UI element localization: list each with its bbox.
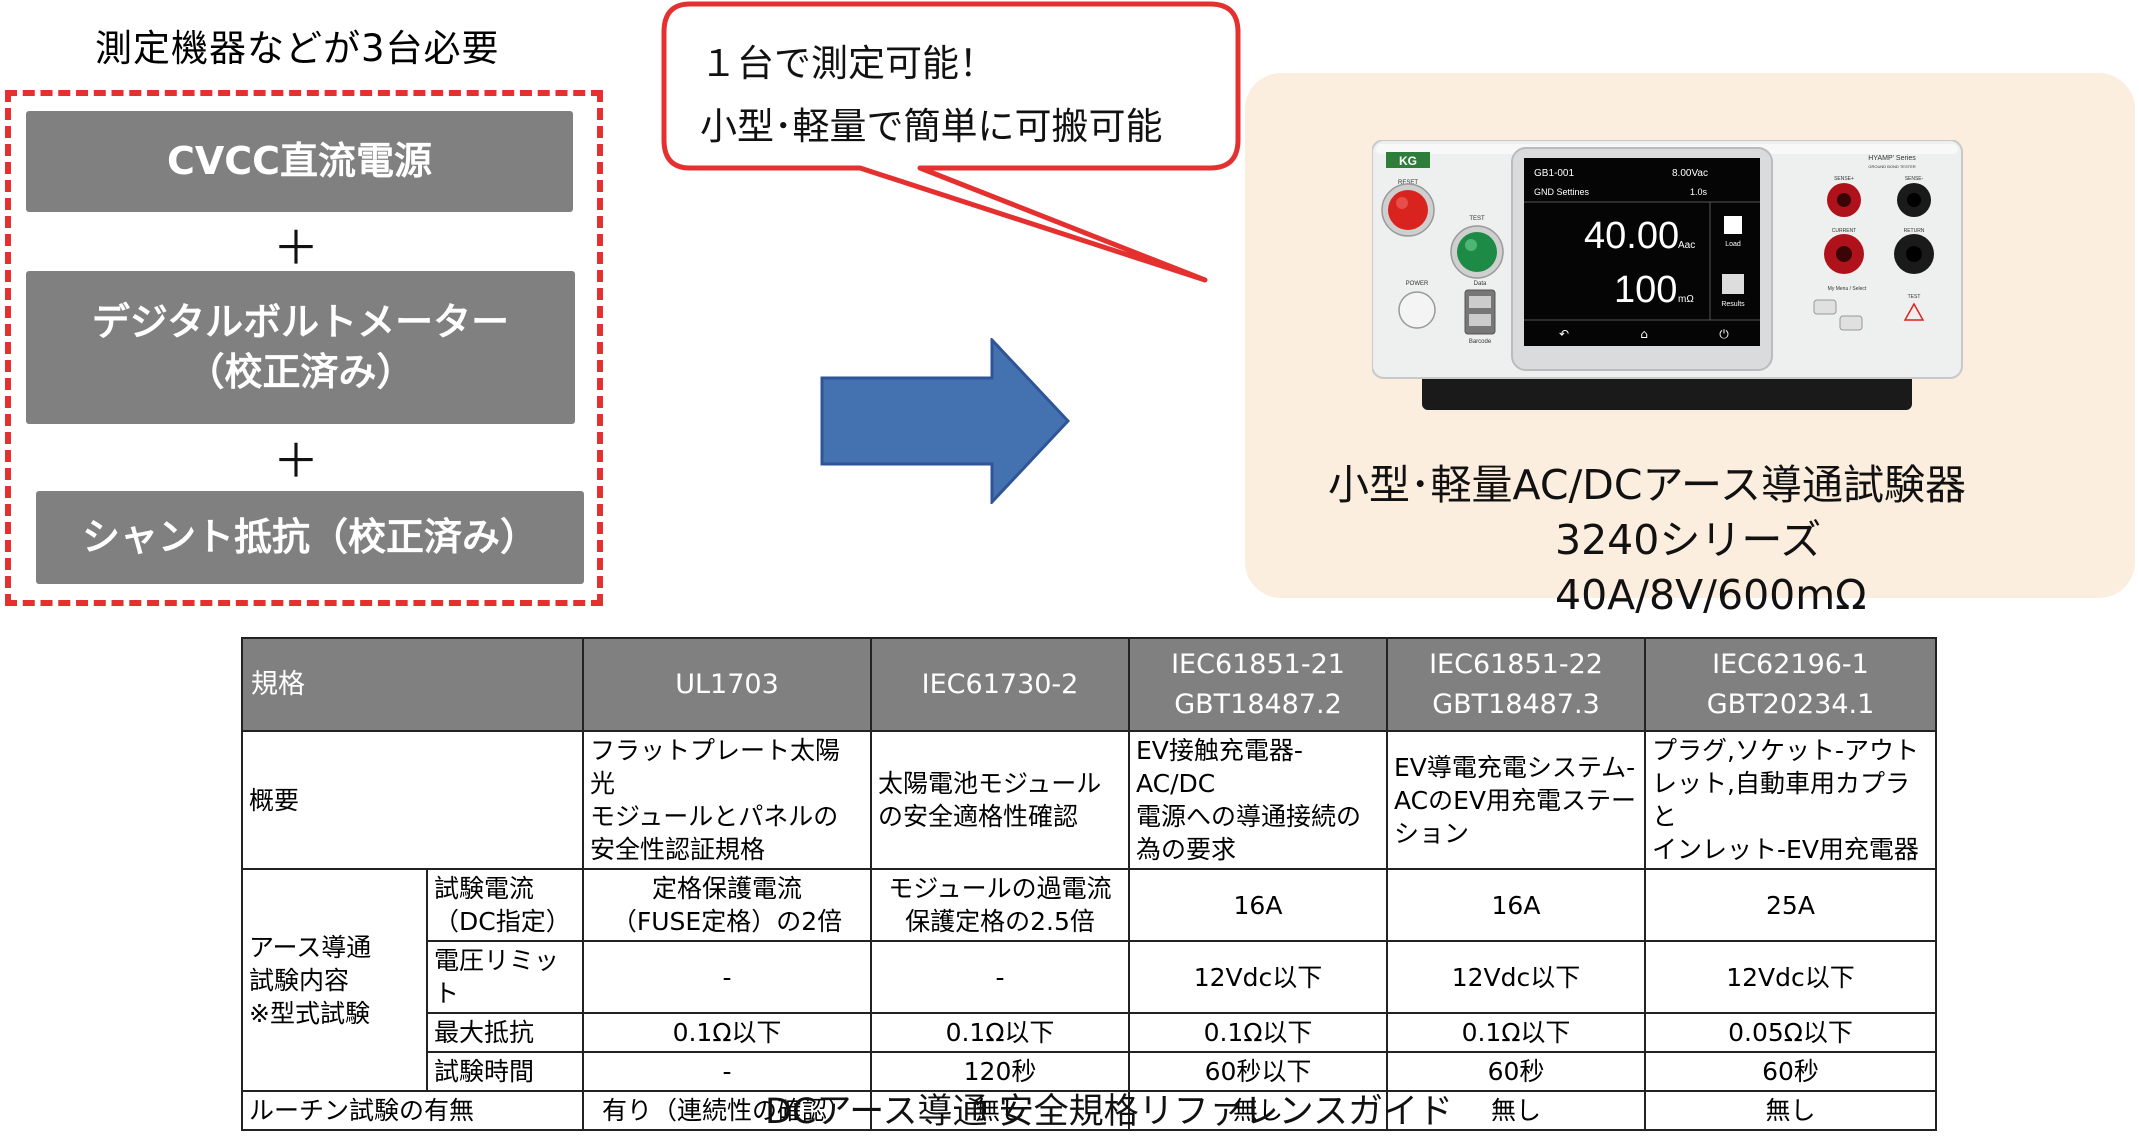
svg-text:Barcode: Barcode: [1469, 339, 1492, 345]
table-cell: 60秒以下: [1128, 1051, 1388, 1092]
bubble-line-2: 小型･軽量で簡単に可搬可能: [700, 105, 1163, 148]
table-row-routine: ルーチン試験の有無 有り（連続性の確認） 無し 無し 無し 無し: [241, 1090, 1937, 1131]
table-cell: 12Vdc以下: [1386, 940, 1646, 1014]
block-label: デジタルボルトメーター: [91, 300, 510, 345]
header-cell: UL1703: [582, 637, 872, 732]
svg-text:CURRENT: CURRENT: [1832, 228, 1856, 234]
digital-voltmeter-block: デジタルボルトメーター （校正済み）: [26, 271, 575, 424]
table-cell: 0.1Ω以下: [870, 1012, 1130, 1053]
plus-sign: ＋: [273, 221, 319, 275]
table-cell: EV導電充電システム- ACのEV用充電ステー ション: [1386, 730, 1646, 870]
product-caption: 小型･軽量AC/DCアース導通試験器 3240シリーズ 40A/8V/600mΩ: [1328, 458, 2139, 623]
bubble-line-1: １台で測定可能！: [700, 42, 996, 85]
block-label: CVCC直流電源: [166, 138, 433, 183]
row-label: 概要: [241, 730, 584, 870]
svg-text:GND Settines: GND Settines: [1534, 187, 1590, 197]
table-cell: 無し: [870, 1090, 1130, 1131]
table-cell: -: [582, 1051, 872, 1092]
header-cell: IEC61730-2: [870, 637, 1130, 732]
svg-text:40.00: 40.00: [1584, 215, 1679, 257]
ground-bond-tester-image: KG RESET TEST POWER Data Barcode GB1-001…: [1372, 140, 1963, 410]
svg-text:⏻: ⏻: [1719, 327, 1729, 341]
table-cell: 0.1Ω以下: [582, 1012, 872, 1053]
table-cell: 0.1Ω以下: [1386, 1012, 1646, 1053]
table-cell: 太陽電池モジュール の安全適格性確認: [870, 730, 1130, 870]
table-header-row: 規格 UL1703 IEC61730-2 IEC61851-21 GBT1848…: [241, 637, 1937, 732]
svg-text:100: 100: [1614, 269, 1677, 311]
svg-text:Results: Results: [1721, 301, 1745, 308]
header-cell: IEC62196-1 GBT20234.1: [1644, 637, 1937, 732]
svg-text:Data: Data: [1474, 281, 1487, 287]
svg-text:TEST: TEST: [1469, 216, 1485, 222]
table-cell: 60秒: [1644, 1051, 1937, 1092]
svg-text:RESET: RESET: [1398, 180, 1418, 186]
table-caption: DCアース導通 安全規格リファレンスガイド: [765, 1092, 1453, 1132]
table-cell: 有り（連続性の確認）: [582, 1090, 872, 1131]
block-sublabel: （校正済み）: [186, 349, 415, 394]
table-cell: フラットプレート太陽光 モジュールとパネルの 安全性認証規格: [582, 730, 872, 870]
table-row-test-time: 試験時間 - 120秒 60秒以下 60秒 60秒: [242, 1051, 1937, 1092]
group-label: アース導通 試験内容 ※型式試験: [241, 868, 428, 1092]
svg-text:POWER: POWER: [1406, 281, 1429, 287]
svg-text:My Menu / Select: My Menu / Select: [1828, 286, 1867, 292]
svg-text:1.0s: 1.0s: [1690, 187, 1708, 197]
table-cell: 無し: [1386, 1090, 1646, 1131]
svg-text:GB1-001: GB1-001: [1534, 168, 1574, 179]
table-cell: 0.1Ω以下: [1128, 1012, 1388, 1053]
safety-standards-table: 規格 UL1703 IEC61730-2 IEC61851-21 GBT1848…: [241, 637, 1937, 1131]
row-label: ルーチン試験の有無: [241, 1090, 584, 1131]
header-cell: IEC61851-21 GBT18487.2: [1128, 637, 1388, 732]
row-label: 試験時間: [426, 1051, 584, 1092]
table-cell: 16A: [1128, 868, 1388, 942]
brand-logo: KG: [1399, 154, 1417, 168]
svg-text:⌂: ⌂: [1640, 327, 1648, 341]
required-instruments-box: [5, 90, 603, 606]
table-cell: モジュールの過電流 保護定格の2.5倍: [870, 868, 1130, 942]
product-caption-line-1: 小型･軽量AC/DCアース導通試験器: [1328, 461, 1966, 509]
svg-text:↶: ↶: [1559, 327, 1569, 341]
header-cell: 規格: [241, 637, 584, 732]
table-row-max-resistance: 最大抵抗 0.1Ω以下 0.1Ω以下 0.1Ω以下 0.1Ω以下 0.05Ω以下: [242, 1012, 1937, 1053]
cvcc-power-supply-block: CVCC直流電源: [26, 111, 573, 212]
table-cell: 120秒: [870, 1051, 1130, 1092]
table-cell: 60秒: [1386, 1051, 1646, 1092]
svg-text:TEST: TEST: [1908, 294, 1921, 300]
speech-bubble: [661, 1, 1241, 283]
table-cell: 16A: [1386, 868, 1646, 942]
table-cell: 無し: [1128, 1090, 1388, 1131]
table-row-voltage-limit: 電圧リミット - - 12Vdc以下 12Vdc以下 12Vdc以下: [242, 940, 1937, 1014]
table-cell: -: [870, 940, 1130, 1014]
svg-text:8.00Vac: 8.00Vac: [1672, 168, 1708, 179]
svg-text:RETURN: RETURN: [1904, 228, 1925, 234]
svg-text:HYAMP' Series: HYAMP' Series: [1868, 155, 1916, 162]
row-label: 試験電流 （DC指定）: [426, 868, 584, 942]
bubble-text: １台で測定可能！ 小型･軽量で簡単に可搬可能: [700, 32, 1163, 158]
product-caption-line-2: 3240シリーズ 40A/8V/600mΩ: [1555, 516, 1867, 619]
table-cell: 12Vdc以下: [1644, 940, 1937, 1014]
table-cell: 25A: [1644, 868, 1937, 942]
table-cell: EV接触充電器-AC/DC 電源への導通接続の 為の要求: [1128, 730, 1388, 870]
row-label: 最大抵抗: [426, 1012, 584, 1053]
table-cell: -: [582, 940, 872, 1014]
svg-text:mΩ: mΩ: [1678, 294, 1694, 305]
left-title: 測定機器などが3台必要: [95, 27, 500, 70]
row-label: 電圧リミット: [426, 940, 584, 1014]
svg-text:Load: Load: [1725, 241, 1741, 248]
table-cell: 定格保護電流 （FUSE定格）の2倍: [582, 868, 872, 942]
plus-sign: ＋: [273, 434, 319, 488]
table-row-test-current: アース導通 試験内容 ※型式試験 試験電流 （DC指定） 定格保護電流 （FUS…: [241, 868, 1937, 1092]
header-cell: IEC61851-22 GBT18487.3: [1386, 637, 1646, 732]
svg-text:GROUND BOND TESTER: GROUND BOND TESTER: [1868, 164, 1915, 169]
svg-text:Aac: Aac: [1678, 240, 1695, 251]
table-cell: 無し: [1644, 1090, 1937, 1131]
table-cell: 12Vdc以下: [1128, 940, 1388, 1014]
svg-text:SENSE-: SENSE-: [1905, 176, 1924, 182]
svg-text:SENSE+: SENSE+: [1834, 176, 1854, 182]
table-row-overview: 概要 フラットプレート太陽光 モジュールとパネルの 安全性認証規格 太陽電池モジ…: [241, 730, 1937, 870]
right-arrow-icon: [820, 338, 1070, 504]
shunt-resistor-block: シャント抵抗（校正済み）: [36, 491, 584, 584]
table-cell: プラグ,ソケット-アウト レット,自動車用カプラと インレット-EV用充電器: [1644, 730, 1937, 870]
table-cell: 0.05Ω以下: [1644, 1012, 1937, 1053]
block-label: シャント抵抗（校正済み）: [81, 514, 538, 559]
